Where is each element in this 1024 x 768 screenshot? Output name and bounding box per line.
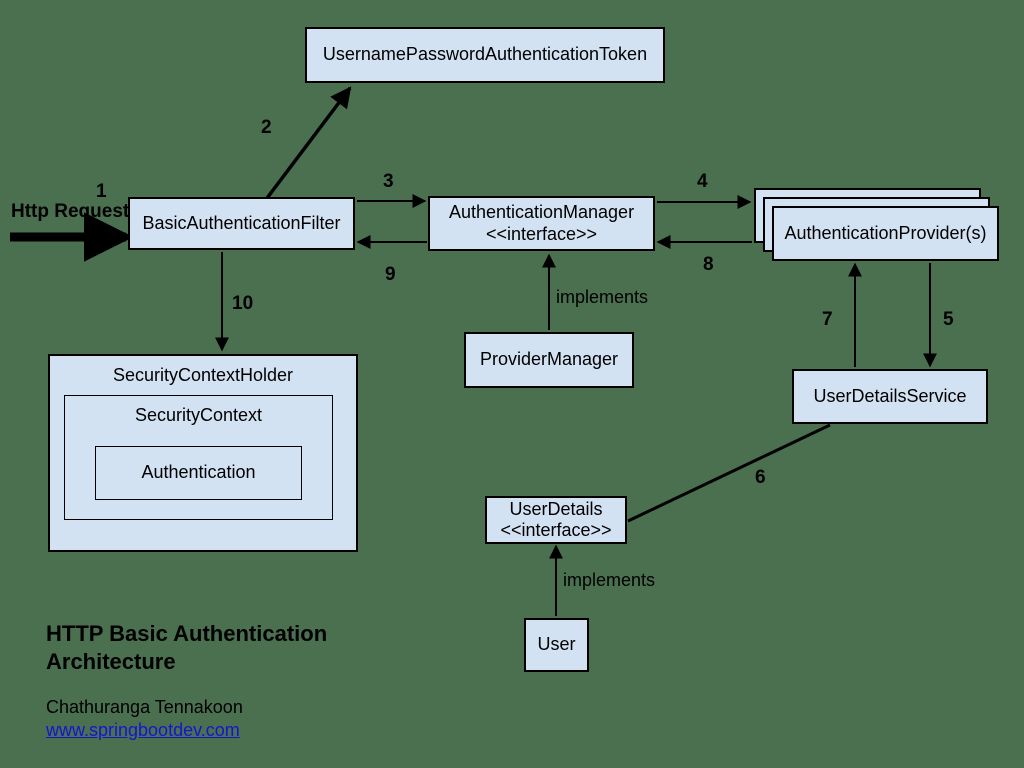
node-label: BasicAuthenticationFilter [142,212,341,233]
node-label: Authentication [141,462,256,483]
label-implements-provider-manager: implements [556,287,649,307]
node-label: AuthenticationProvider(s) [784,222,987,243]
caption-website-link[interactable]: www.springbootdev.com [46,719,240,740]
edge-label-step-10: 10 [232,293,254,314]
connector-step-6 [627,423,831,523]
node-label: ProviderManager [479,349,619,370]
caption-author: Chathuranga Tennakoon [46,697,243,718]
diagram-title: HTTP Basic Authentication Architecture [46,621,328,675]
edge-label-step-1: 1 [96,181,107,202]
node-label: UsernamePasswordAuthenticationToken [322,44,648,65]
edge-label-step-6: 6 [755,467,766,488]
edge-label-step-5: 5 [943,309,954,330]
node-user-details[interactable]: UserDetails <<interface>> [485,496,627,544]
node-provider-manager[interactable]: ProviderManager [464,332,634,388]
node-label: UserDetailsService [813,385,967,406]
label-implements-user: implements [563,570,656,590]
edge-label-step-3: 3 [383,171,394,192]
node-username-password-authentication-token[interactable]: UsernamePasswordAuthenticationToken [305,27,665,83]
node-label-line1: UserDetails [509,498,603,519]
node-authentication[interactable]: Authentication [95,446,302,500]
node-label: User [537,634,576,655]
node-label: SecurityContextHolder [112,365,294,385]
edge-label-step-7: 7 [822,309,833,330]
label-http-request: Http Request [11,201,130,222]
edge-label-step-4: 4 [697,171,708,192]
node-authentication-provider[interactable]: AuthenticationProvider(s) [772,206,999,261]
caption-block: HTTP Basic Authentication Architecture C… [46,620,376,741]
node-authentication-manager[interactable]: AuthenticationManager <<interface>> [428,196,655,251]
edge-label-step-8: 8 [703,254,714,275]
node-user[interactable]: User [524,618,589,672]
edge-label-step-2: 2 [261,117,272,138]
edge-label-step-9: 9 [385,264,396,285]
node-label-line2: <<interface>> [500,520,612,540]
node-label-line2: <<interface>> [485,223,598,244]
node-label: SecurityContext [134,405,263,425]
node-label-line1: AuthenticationManager [448,202,635,223]
node-basic-authentication-filter[interactable]: BasicAuthenticationFilter [128,197,355,250]
node-user-details-service[interactable]: UserDetailsService [792,369,988,424]
